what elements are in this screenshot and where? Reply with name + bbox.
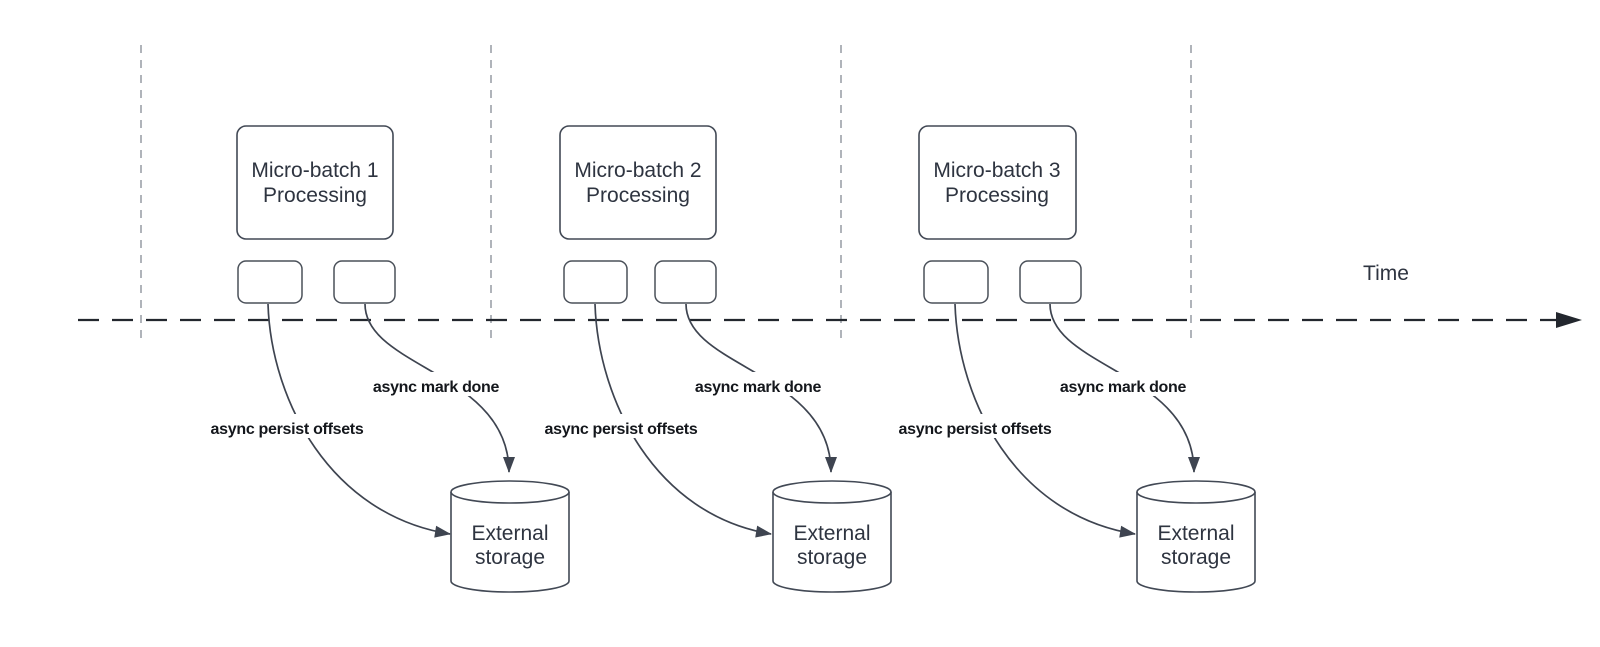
micro-batch-2-label-line1: Micro-batch 2	[574, 159, 701, 182]
external-storage-label-3-line2: storage	[1161, 546, 1231, 569]
persist-offsets-label-1: async persist offsets	[211, 421, 364, 438]
micro-batch-1-box	[236, 125, 394, 240]
micro-batch-3-label-line1: Micro-batch 3	[933, 159, 1060, 182]
micro-batch-3-box	[918, 125, 1077, 240]
micro-batch-1-label-line1: Micro-batch 1	[251, 159, 378, 182]
external-storage-cylinder-1: External storage	[450, 480, 570, 593]
mark-done-label-bg-3	[1051, 372, 1195, 396]
time-axis-arrowhead	[1556, 312, 1582, 328]
external-storage-label-1-line2: storage	[475, 546, 545, 569]
external-storage-label-3-line1: External	[1157, 522, 1234, 545]
mark-done-label-3: async mark done	[1060, 379, 1187, 396]
micro-batch-2-box	[559, 125, 717, 240]
micro-batch-1-label-line2: Processing	[263, 184, 367, 207]
time-axis-label: Time	[1363, 262, 1409, 285]
persist-offsets-label-3: async persist offsets	[899, 421, 1052, 438]
external-storage-cylinder-2: External storage	[772, 480, 892, 593]
persist-offsets-label-bg-2	[534, 414, 708, 438]
persist-task-box-2	[563, 260, 628, 304]
mark-done-task-box-1	[333, 260, 396, 304]
mark-done-label-2: async mark done	[695, 379, 822, 396]
mark-done-label-bg-1	[364, 372, 508, 396]
persist-task-box-3	[923, 260, 989, 304]
persist-offsets-arrow-2	[594, 303, 772, 538]
external-storage-label-2-line2: storage	[797, 546, 867, 569]
mark-done-task-box-3	[1019, 260, 1082, 304]
micro-batch-2-label-line2: Processing	[586, 184, 690, 207]
external-storage-label-1-line1: External	[471, 522, 548, 545]
persist-task-box-1	[237, 260, 303, 304]
external-storage-cylinder-3: External storage	[1136, 480, 1256, 593]
mark-done-label-1: async mark done	[373, 379, 500, 396]
external-storage-label-2-line1: External	[793, 522, 870, 545]
persist-offsets-label-2: async persist offsets	[545, 421, 698, 438]
mark-done-label-bg-2	[686, 372, 830, 396]
persist-offsets-arrow-3	[954, 303, 1136, 538]
micro-batch-3-label-line2: Processing	[945, 184, 1049, 207]
persist-offsets-label-bg-1	[200, 414, 374, 438]
mark-done-task-box-2	[654, 260, 717, 304]
persist-offsets-label-bg-3	[888, 414, 1062, 438]
persist-offsets-arrow-1	[267, 303, 451, 538]
